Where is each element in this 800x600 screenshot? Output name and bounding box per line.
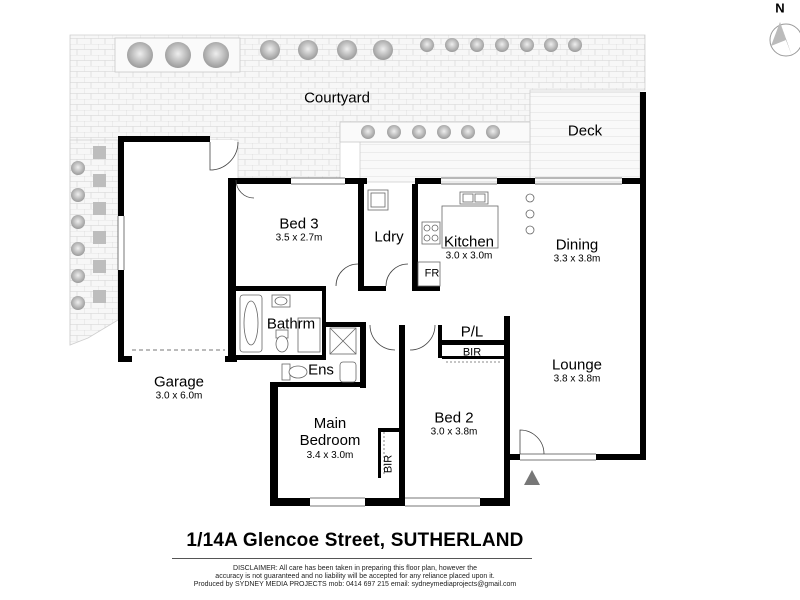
ensuite-label: Ens xyxy=(308,361,334,379)
dining-dims: 3.3 x 3.8m xyxy=(553,253,601,265)
deck-area-lower xyxy=(359,139,531,183)
courtyard-label: Courtyard xyxy=(304,89,370,107)
lounge-label: Lounge 3.8 x 3.8m xyxy=(552,357,602,386)
main-bedroom-name-line2: Bedroom xyxy=(299,432,361,450)
garage-name: Garage xyxy=(153,373,205,391)
lounge-dims: 3.8 x 3.8m xyxy=(553,373,601,385)
door-swings xyxy=(209,141,545,455)
pantry-label: P/L xyxy=(460,323,484,341)
bed2-name: Bed 2 xyxy=(434,409,474,427)
disclaimer-line-1: DISCLAIMER: All care has been taken in p… xyxy=(233,565,477,572)
dining-label: Dining 3.3 x 3.8m xyxy=(554,237,601,266)
kitchen-dims: 3.0 x 3.0m xyxy=(445,250,493,262)
stepping-pavers xyxy=(93,146,106,303)
bir-bed2-label: BIR xyxy=(462,346,482,359)
garage-dims: 3.0 x 6.0m xyxy=(155,390,203,402)
main-bedroom-name-line1: Main xyxy=(313,415,347,432)
bathroom-label: Bathrm xyxy=(266,315,316,333)
bed3-name: Bed 3 xyxy=(279,215,319,233)
bed3-label: Bed 3 3.5 x 2.7m xyxy=(276,216,323,245)
windows xyxy=(117,177,622,507)
garden-bed-mid xyxy=(339,121,531,143)
bed2-label: Bed 2 3.0 x 3.8m xyxy=(431,410,478,439)
main-bedroom-dims: 3.4 x 3.0m xyxy=(306,449,354,461)
north-compass-icon xyxy=(769,22,800,57)
dining-name: Dining xyxy=(555,236,599,254)
shrubs xyxy=(71,38,582,310)
walls xyxy=(118,92,646,506)
fridge-label: FR xyxy=(424,267,440,280)
bed2-dims: 3.0 x 3.8m xyxy=(430,426,478,438)
bir-main-label: BIR xyxy=(382,454,395,474)
address-underline xyxy=(172,558,532,559)
fixtures xyxy=(239,189,535,476)
entry-arrow-icon xyxy=(524,470,540,485)
garage-label: Garage 3.0 x 6.0m xyxy=(154,374,204,403)
deck-area xyxy=(529,91,641,183)
kitchen-name: Kitchen xyxy=(443,233,495,251)
laundry-label: Ldry xyxy=(374,228,404,246)
bed3-dims: 3.5 x 2.7m xyxy=(275,232,323,244)
garage-floor xyxy=(124,140,234,358)
main-bedroom-label: Main Bedroom 3.4 x 3.0m xyxy=(300,415,361,461)
disclaimer-line-2: accuracy is not guaranteed and no liabil… xyxy=(215,573,495,580)
north-label: N xyxy=(775,0,785,16)
kitchen-label: Kitchen 3.0 x 3.0m xyxy=(444,234,494,263)
property-address: 1/14A Glencoe Street, SUTHERLAND xyxy=(186,530,524,551)
disclaimer-line-3: Produced by SYDNEY MEDIA PROJECTS mob: 0… xyxy=(193,581,517,588)
deck-label: Deck xyxy=(567,122,603,140)
lounge-name: Lounge xyxy=(551,356,603,374)
